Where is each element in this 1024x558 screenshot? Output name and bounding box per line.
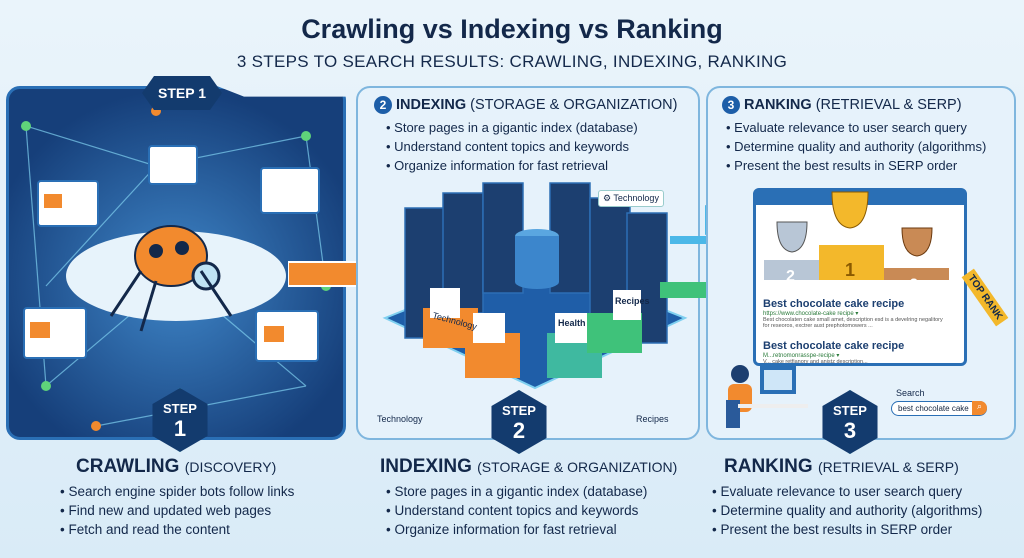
podium-place-3: 3 (910, 275, 918, 291)
server-database-illustration (382, 182, 688, 390)
search-icon[interactable]: ⌕ (972, 401, 987, 415)
tag-technology: ⚙ Technology (598, 190, 664, 207)
folder-label-health: Health (558, 318, 586, 328)
search-label: Search (896, 388, 925, 398)
serp-result-2[interactable]: Best chocolate cake recipe M...retnomonr… (763, 340, 905, 365)
user-at-computer-illustration (726, 365, 808, 428)
indexing-bullets: Store pages in a gigantic index (databas… (386, 482, 647, 539)
search-box[interactable]: best chocolate cake ⌕ (891, 401, 987, 416)
page-title: Crawling vs Indexing vs Ranking (301, 14, 723, 44)
crawling-bullets: Search engine spider bots follow linksFi… (60, 482, 294, 539)
ranking-bullets: Evaluate relevance to user search queryD… (712, 482, 982, 539)
podium-trophies (764, 191, 949, 280)
indexing-heading: INDEXING (STORAGE & ORGANIZATION) (380, 456, 678, 477)
serp-result-1[interactable]: Best chocolate cake recipe https://www.c… (763, 298, 943, 329)
ranking-panel-bullets: Evaluate relevance to user search queryD… (726, 118, 986, 175)
ranking-heading: RANKING (RETRIEVAL & SERP) (724, 456, 959, 477)
web-network-illustration (21, 106, 331, 431)
podium-place-2: 2 (786, 268, 795, 285)
page-subtitle: 3 STEPS TO SEARCH RESULTS: CRAWLING, IND… (236, 52, 788, 71)
folder-label-recipes: Recipes (615, 296, 650, 306)
crawling-heading: CRAWLING (DISCOVERY) (76, 456, 277, 477)
search-input-value[interactable]: best chocolate cake (898, 404, 969, 413)
step-1-badge-top: STEP 1 (142, 76, 222, 110)
bottom-label-technology: Technology (377, 414, 423, 424)
podium-place-1: 1 (845, 260, 856, 280)
bottom-label-recipes: Recipes (636, 414, 669, 424)
indexing-panel-bullets: Store pages in a gigantic index (databas… (386, 118, 638, 175)
